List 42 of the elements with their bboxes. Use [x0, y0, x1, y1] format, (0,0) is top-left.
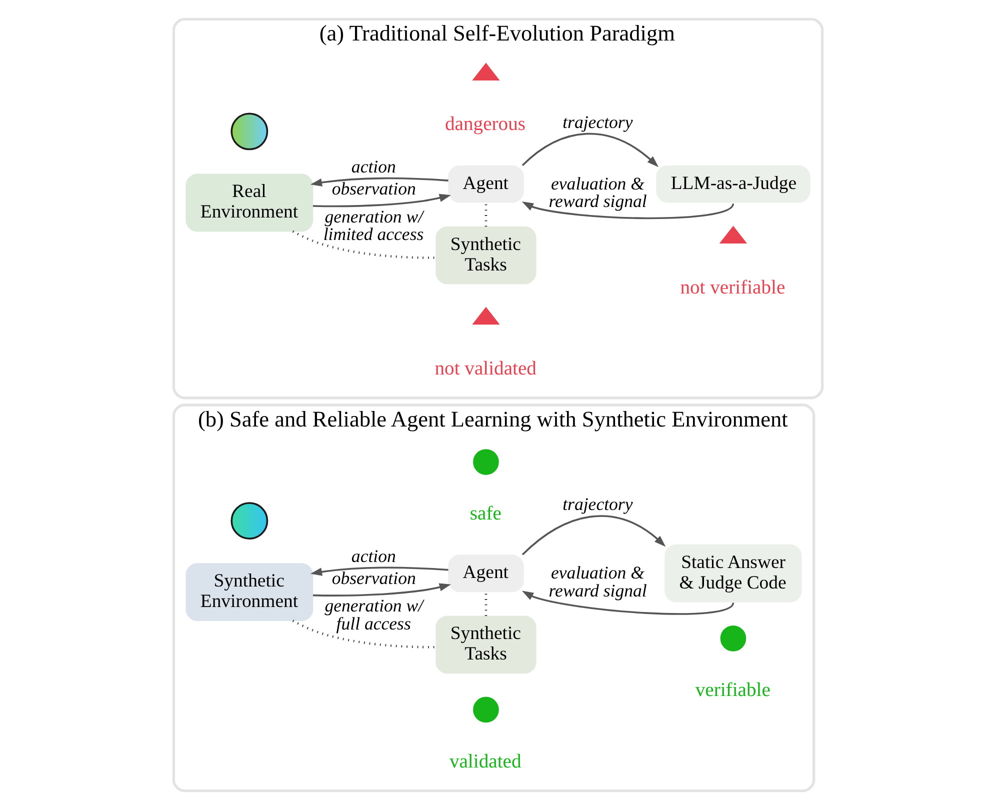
arrow — [312, 194, 452, 208]
node-triangle — [472, 306, 500, 325]
edge-label: observation — [332, 178, 416, 199]
edge-label: evaluation & reward signal — [548, 173, 647, 212]
arrow — [522, 132, 659, 168]
node-picture — [230, 112, 268, 150]
arrow — [312, 583, 452, 596]
node-box: Synthetic Tasks — [436, 616, 536, 674]
arrow — [310, 177, 448, 186]
node-triangle — [719, 226, 748, 244]
node-picture — [230, 502, 268, 540]
node-box: LLM-as-a-Judge — [656, 165, 810, 203]
edge-label: action — [351, 156, 396, 176]
arrow — [522, 590, 734, 615]
node-box: Agent — [448, 554, 524, 592]
arrow — [522, 202, 734, 220]
arrow — [522, 515, 666, 556]
edge-label: observation — [332, 568, 416, 588]
node-label: not verifiable — [680, 277, 786, 298]
node-circle — [473, 449, 499, 475]
node-box: Real Environment — [186, 174, 314, 232]
node-box: Synthetic Tasks — [436, 226, 536, 284]
edge-label: evaluation & reward signal — [548, 562, 647, 601]
node-circle — [720, 626, 746, 652]
node-label: safe — [470, 504, 502, 525]
node-label: validated — [449, 751, 522, 772]
edge-label: trajectory — [562, 112, 633, 132]
node-label: dangerous — [444, 114, 526, 136]
connector — [292, 620, 436, 648]
node-box: Synthetic Environment — [186, 563, 314, 622]
node-circle — [473, 696, 499, 723]
node-triangle — [472, 62, 500, 80]
edge-label: trajectory — [562, 494, 633, 514]
node-label: verifiable — [695, 680, 770, 701]
edge-label: generation w/ full access — [324, 596, 424, 634]
node-box: Static Answer & Judge Code — [664, 544, 802, 602]
node-label: not validated — [434, 358, 536, 380]
edge-label: generation w/ limited access — [323, 206, 424, 244]
node-box: Agent — [448, 165, 524, 203]
edge-label: action — [351, 546, 396, 566]
arrow — [310, 566, 448, 576]
connector — [292, 230, 436, 259]
